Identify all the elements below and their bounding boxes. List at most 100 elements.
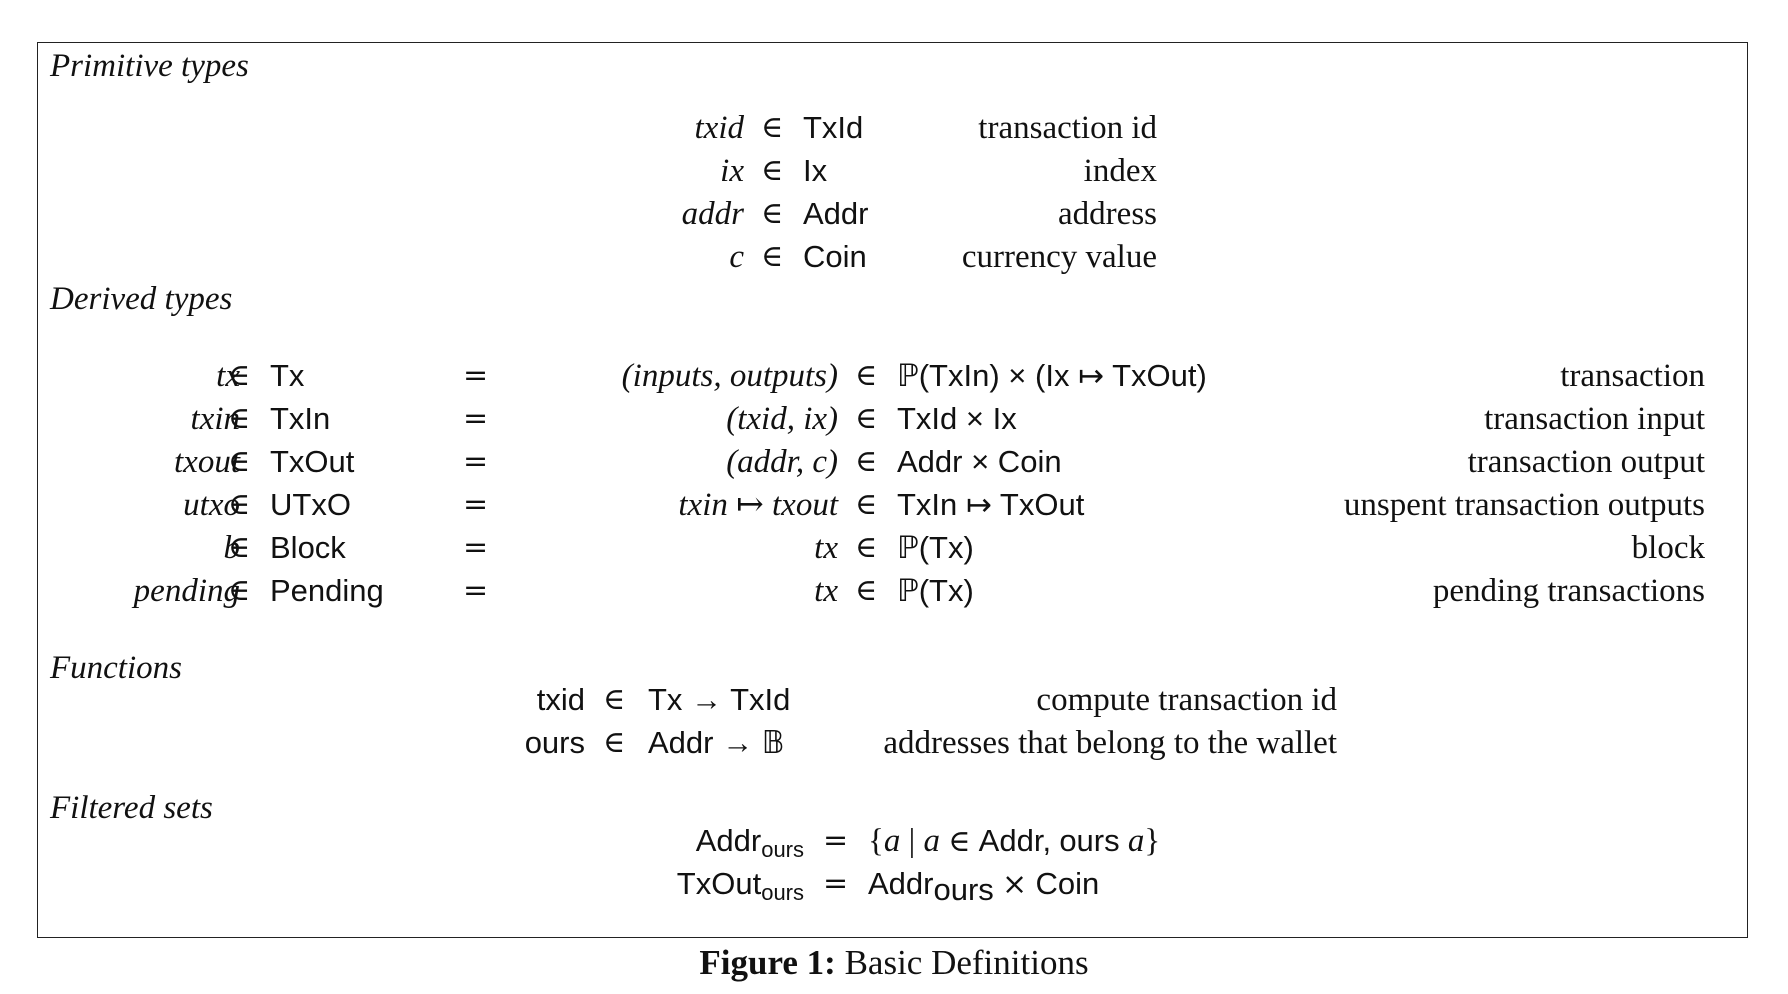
member-symbol: ∈ [603,725,626,760]
member-symbol: ∈ [228,401,251,436]
def-tx: ℙ(TxIn) × (Ix ↦ TxOut) [897,358,1207,393]
desc-pending-transactions: pending transactions [1432,573,1705,609]
var-utxo: utxo [183,487,240,523]
heading-filtered-sets: Filtered sets [50,790,213,826]
type-tx: Tx [270,358,305,393]
desc-currency-value: currency value [961,239,1157,275]
definitions-box: Primitive types txid ∈ TxId transaction … [37,42,1748,938]
subscript-ours: ours [761,837,804,862]
type-addr: Addr [803,196,869,231]
member-symbol: ∈ [855,444,878,479]
member-symbol: ∈ [761,196,784,231]
subscript-ours: ours [933,872,994,907]
primitive-row: c ∈ Coin currency value [38,236,1747,278]
desc-transaction: transaction [1560,358,1705,394]
desc-index: index [1083,153,1157,189]
type-txid: TxId [803,110,864,145]
member-symbol: ∈ [228,487,251,522]
base-addr: Addr [695,823,762,858]
sig-ours: Addr → 𝔹 [648,725,785,760]
heading-primitive-types: Primitive types [50,48,249,84]
equals-symbol: = [463,530,489,565]
var-b: b [223,530,241,566]
filtered-row: Addrours = {a | a ∈ Addr, ours a} [38,820,1747,862]
equals-symbol: = [463,358,489,393]
desc-transaction-input: transaction input [1484,401,1705,437]
var-txin: txin [190,401,240,437]
pattern-tx: (inputs, outputs) [621,358,838,394]
pattern-txin: (txid, ix) [726,401,838,437]
type-pending: Pending [270,573,384,608]
equals-symbol: = [463,573,489,608]
txout-ours-rhs: Addrours × Coin [868,863,1099,911]
fn-ours: ours [1059,823,1120,858]
member-symbol: ∈ [855,573,878,608]
type-ix: Ix [803,153,828,188]
equals-symbol: = [823,823,849,858]
type-txin: TxIn [270,401,331,436]
desc-unspent-transaction-outputs: unspent transaction outputs [1343,487,1705,523]
times-symbol: × [1002,867,1028,902]
txout-ours-lhs: TxOutours [677,863,804,914]
heading-functions: Functions [50,650,182,686]
addr-ours-lhs: Addrours [696,820,804,871]
desc-block: block [1631,530,1705,566]
var-c: c [729,239,744,275]
derived-row: txin ∈ TxIn = (txid, ix) ∈ TxId × Ix tra… [38,398,1747,440]
member-symbol: ∈ [761,239,784,274]
figure-caption: Figure 1: Basic Definitions [0,942,1788,984]
base-addr: Addr [868,866,934,901]
pattern-pending: tx [814,573,838,609]
derived-row: pending ∈ Pending = tx ∈ ℙ(Tx) pending t… [38,570,1747,612]
type-coin: Coin [803,239,867,274]
primitive-row: ix ∈ Ix index [38,150,1747,192]
def-txin: TxId × Ix [897,401,1017,436]
fn-ours: ours [524,725,585,760]
member-symbol: ∈ [228,530,251,565]
type-txout: TxOut [270,444,355,479]
member-symbol: ∈ [948,824,971,859]
var-addr: addr [681,196,744,232]
var-a: a [1127,823,1145,859]
def-utxo: TxIn ↦ TxOut [897,487,1085,522]
brace-open: { [868,823,884,859]
derived-row: txout ∈ TxOut = (addr, c) ∈ Addr × Coin … [38,441,1747,483]
member-symbol: ∈ [855,487,878,522]
member-symbol: ∈ [228,358,251,393]
primitive-row: txid ∈ TxId transaction id [38,107,1747,149]
pattern-utxo: txin ↦ txout [678,487,838,523]
derived-row: tx ∈ Tx = (inputs, outputs) ∈ ℙ(TxIn) × … [38,355,1747,397]
var-a: a [923,823,940,859]
member-symbol: ∈ [761,153,784,188]
equals-symbol: = [463,444,489,479]
derived-row: b ∈ Block = tx ∈ ℙ(Tx) block [38,527,1747,569]
member-symbol: ∈ [761,110,784,145]
type-addr: Addr, [978,823,1052,858]
pattern-block: tx [814,530,838,566]
fn-txid: txid [536,682,585,717]
desc-compute-transaction-id: compute transaction id [1036,682,1337,718]
equals-symbol: = [463,487,489,522]
member-symbol: ∈ [228,573,251,608]
member-symbol: ∈ [228,444,251,479]
subscript-ours: ours [761,880,804,905]
type-block: Block [270,530,346,565]
member-symbol: ∈ [855,358,878,393]
var-txid: txid [694,110,744,146]
desc-transaction-output: transaction output [1467,444,1705,480]
def-block: ℙ(Tx) [897,530,974,565]
brace-close: } [1144,823,1161,859]
def-pending: ℙ(Tx) [897,573,974,608]
equals-symbol: = [463,401,489,436]
var-pending: pending [133,573,240,609]
type-utxo: UTxO [270,487,351,522]
derived-row: utxo ∈ UTxO = txin ↦ txout ∈ TxIn ↦ TxOu… [38,484,1747,526]
addr-ours-rhs: {a | a ∈ Addr, ours a} [868,820,1160,863]
member-symbol: ∈ [855,530,878,565]
var-a: a [883,823,901,859]
var-txout: txout [174,444,240,480]
pattern-txout: (addr, c) [726,444,838,480]
type-coin: Coin [1035,866,1100,901]
base-txout: TxOut [676,866,762,901]
caption-text: Basic Definitions [844,943,1089,982]
